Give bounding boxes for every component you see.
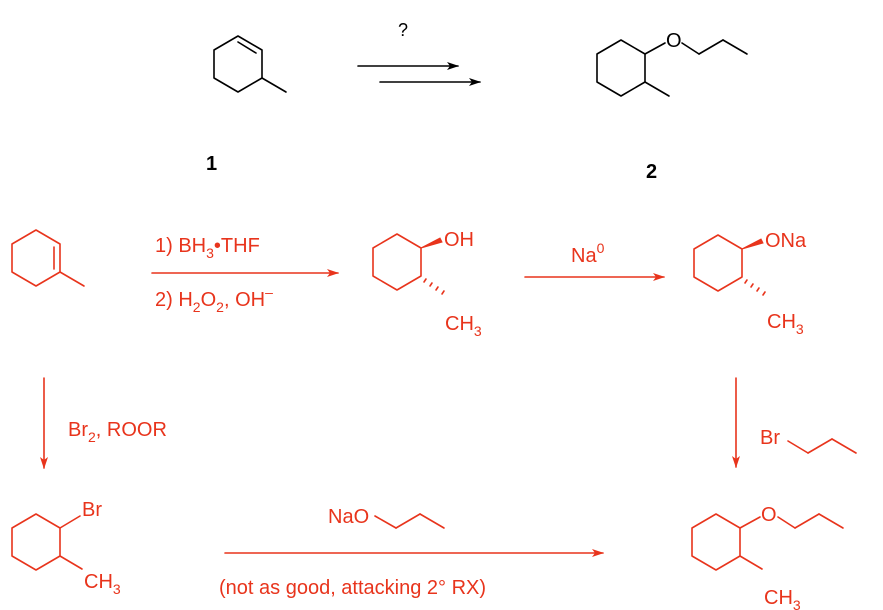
bromomethylcyclohexane	[11, 513, 83, 571]
target-ether-2	[596, 39, 748, 97]
alkoxide-ona-label: ONa	[765, 230, 807, 252]
product-ether	[691, 513, 844, 571]
sodium-reagent-label: Na0	[571, 240, 605, 267]
hydroboration-reagent-step1: 1) BH3•THF	[155, 235, 260, 261]
alcohol-oh-label: OH	[444, 229, 474, 251]
sodium-alkoxide	[693, 234, 766, 296]
sodium-propoxide-label: NaO	[328, 506, 369, 528]
hydroboration-reagent-step2: 2) H2O2, OH–	[155, 284, 273, 315]
sodium-propoxide-chain	[374, 513, 445, 529]
bromination-reagent: Br2, ROOR	[68, 419, 167, 445]
bromide-br-label: Br	[82, 499, 102, 521]
propyl-bromide-br-label: Br	[760, 427, 780, 449]
alkoxide-ch3-label: CH3	[767, 311, 804, 337]
propyl-bromide-chain	[787, 438, 857, 454]
product-oxygen-label: O	[761, 504, 777, 526]
compound-label-1: 1	[206, 153, 217, 175]
trans-2-methylcyclohexanol	[372, 233, 445, 295]
compound-label-2: 2	[646, 161, 657, 183]
starting-material-1	[213, 35, 287, 93]
methylcyclohexene-start	[11, 229, 85, 287]
question-arrow-double	[357, 62, 481, 86]
bromide-ch3-label: CH3	[84, 571, 121, 597]
product-ch3-label: CH3	[764, 587, 801, 610]
alcohol-ch3-label: CH3	[445, 313, 482, 339]
target-oxygen-label: O	[666, 30, 682, 52]
unknown-reagent-label: ?	[398, 20, 408, 40]
alternative-route-note: (not as good, attacking 2° RX)	[219, 577, 486, 599]
